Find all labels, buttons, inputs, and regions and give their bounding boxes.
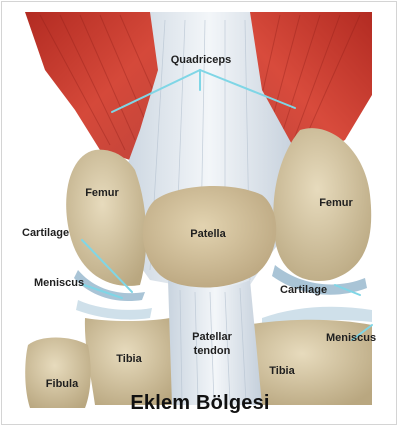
label-femur-left: Femur (85, 187, 119, 199)
label-cartilage-right: Cartilage (280, 284, 327, 296)
label-cartilage-left: Cartilage (22, 227, 69, 239)
label-tibia-left: Tibia (116, 353, 141, 365)
figure-caption: Eklem Bölgesi (130, 392, 269, 415)
label-meniscus-left: Meniscus (34, 277, 84, 289)
label-patella: Patella (190, 228, 225, 240)
label-fibula: Fibula (46, 378, 78, 390)
fibula (25, 338, 90, 409)
label-femur-right: Femur (319, 197, 353, 209)
label-tibia-right: Tibia (269, 365, 294, 377)
label-patellar-tendon: Patellar tendon (182, 330, 242, 358)
label-quadriceps: Quadriceps (171, 54, 232, 66)
label-meniscus-right: Meniscus (326, 332, 376, 344)
